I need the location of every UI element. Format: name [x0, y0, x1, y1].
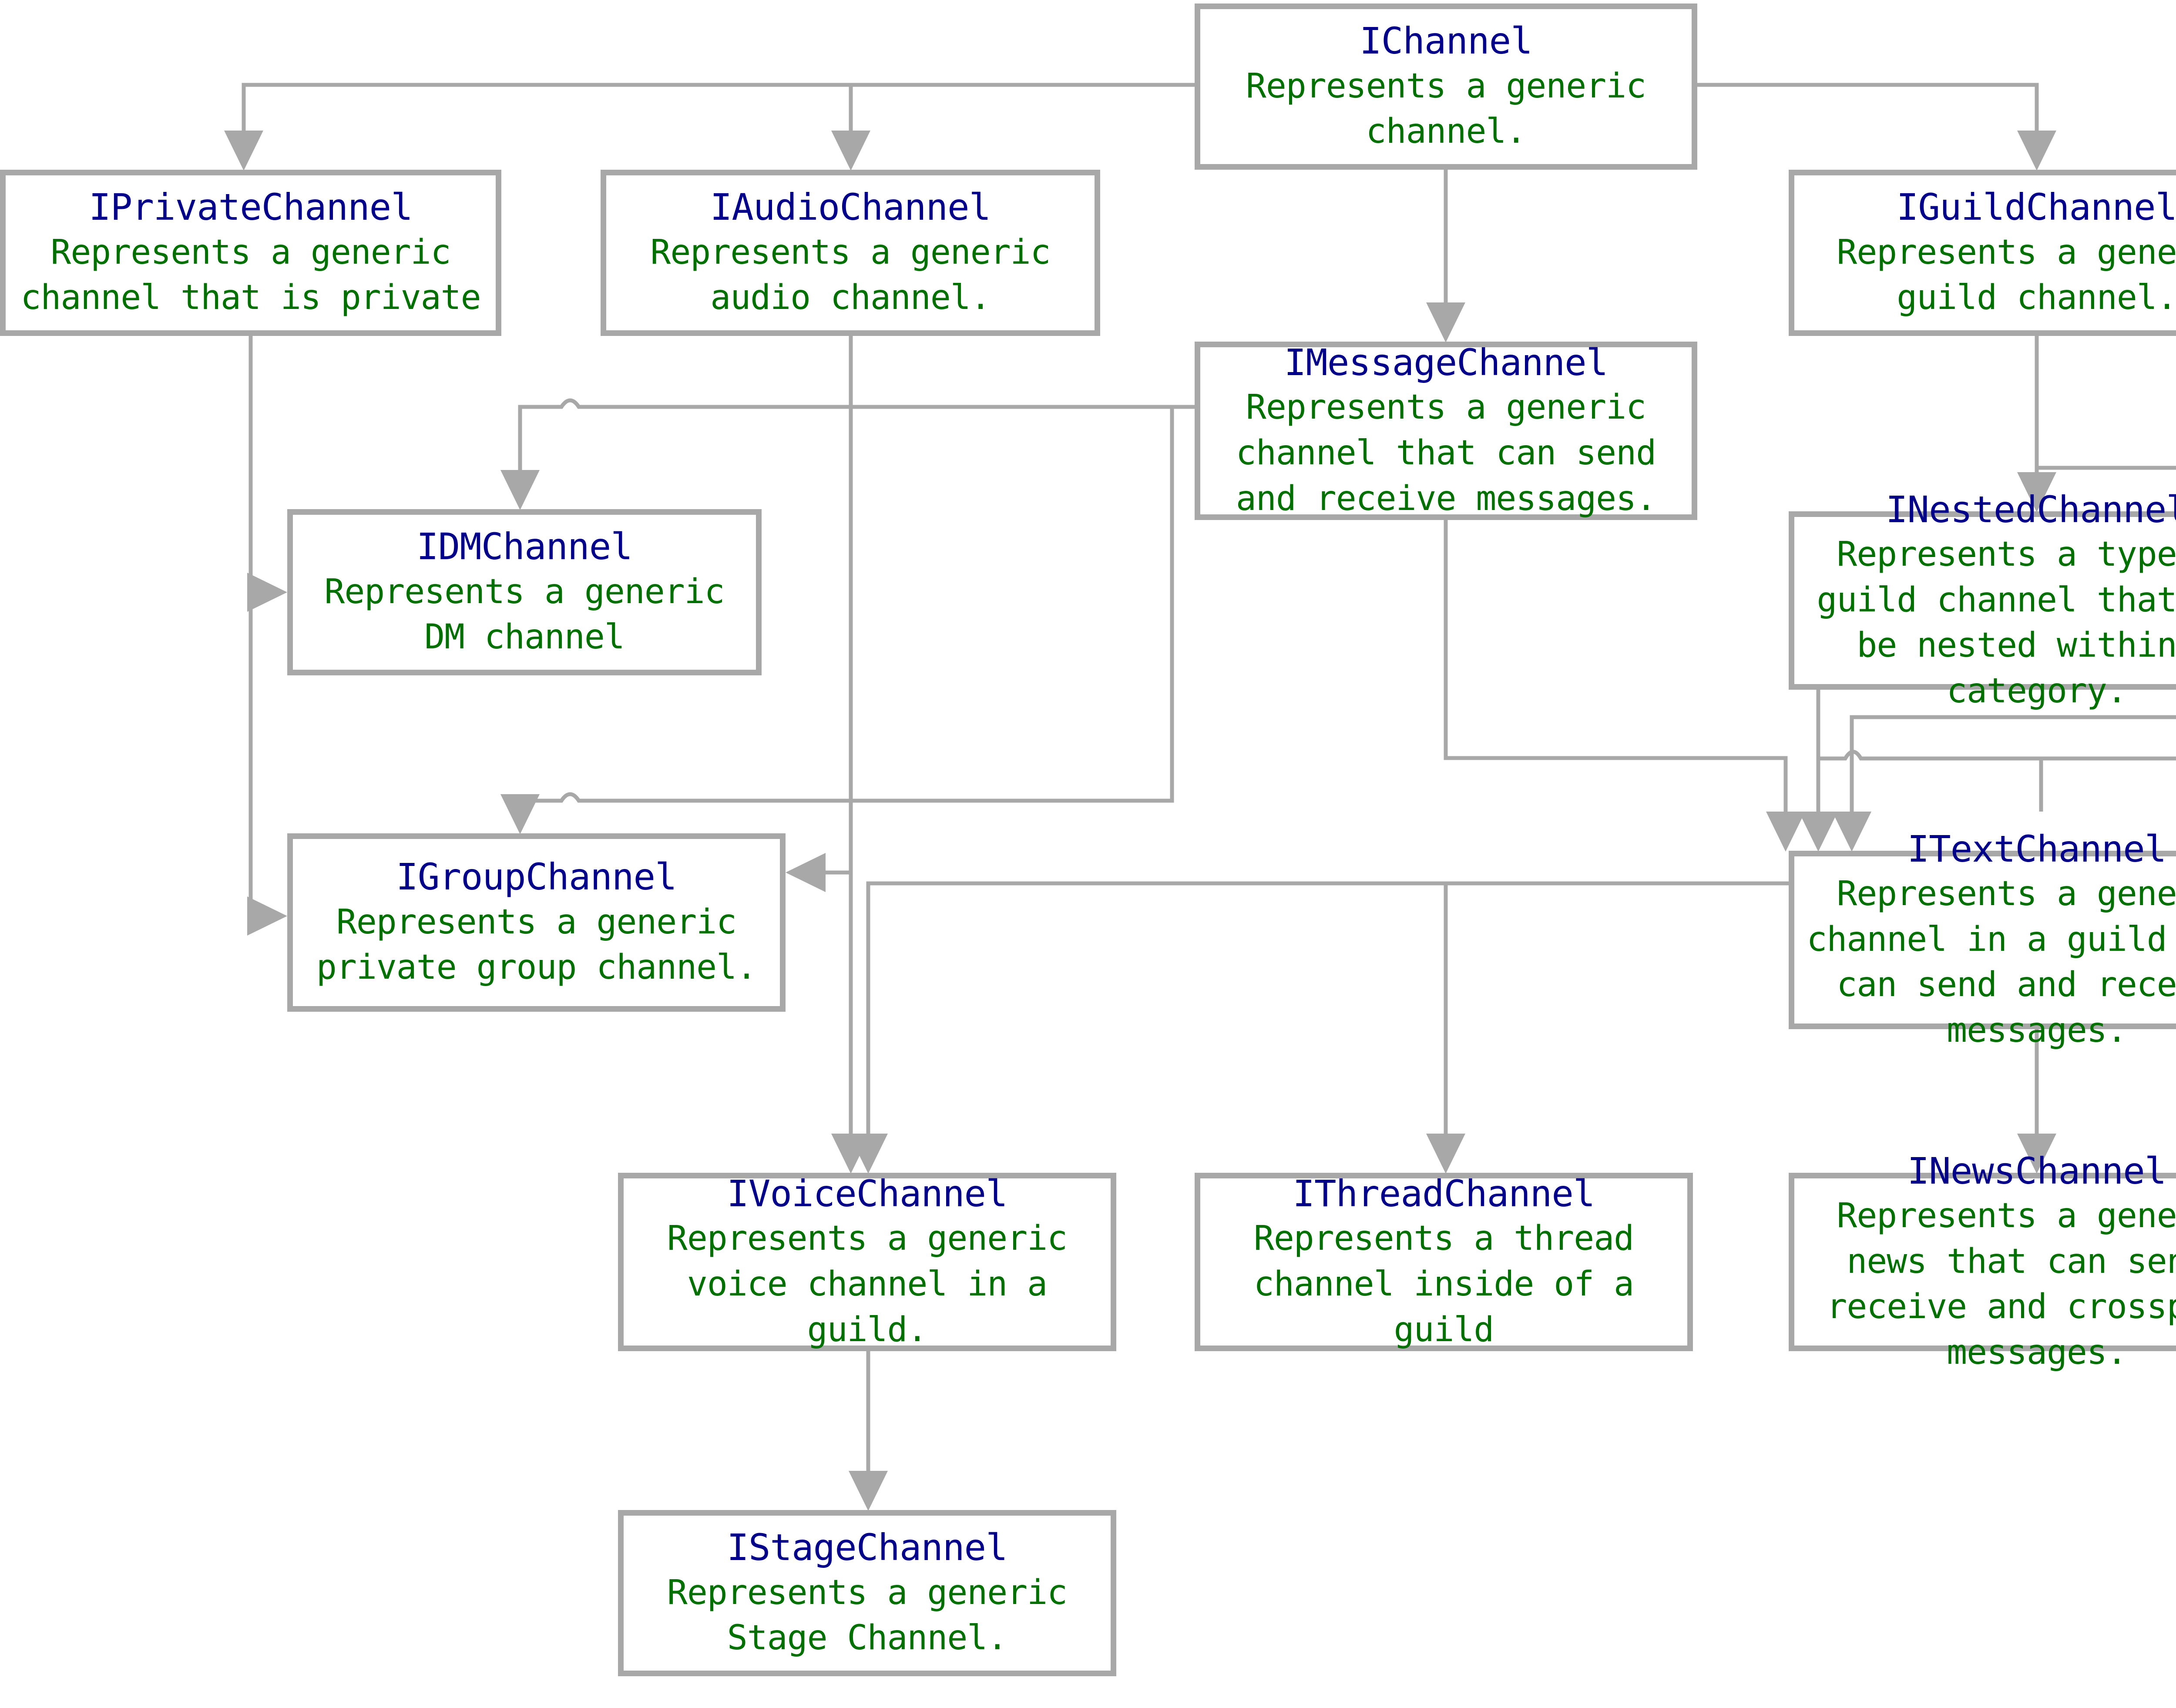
node-title: IGuildChannel — [1896, 186, 2176, 229]
edge-ichannel-to-iprivatechannel — [224, 83, 1195, 171]
edge-inestedchannel-to-itextchannel — [1799, 690, 1838, 852]
node-description: Represents a generic voice channel in a … — [667, 1219, 1068, 1349]
edge-inestedchannel-to-iforumchannel — [1818, 750, 2176, 812]
node-description: Represents a generic audio channel. — [650, 232, 1051, 318]
node-imessagechannel[interactable]: IMessageChannel Represents a generic cha… — [1195, 341, 1697, 520]
node-istagechannel[interactable]: IStageChannel Represents a generic Stage… — [618, 1510, 1116, 1676]
node-title: IStageChannel — [727, 1526, 1007, 1569]
edge-iaudiochannel-to-igroupchannel — [786, 336, 853, 892]
node-itextchannel[interactable]: ITextChannel Represents a generic channe… — [1789, 828, 2176, 1050]
node-title: IDMChannel — [416, 525, 633, 568]
node-description: Represents a generic guild channel. — [1837, 232, 2176, 318]
node-description: Represents a generic channel. — [1246, 66, 1646, 151]
node-description: Represents a generic channel that is pri… — [20, 232, 481, 318]
node-title: ITextChannel — [1907, 827, 2167, 870]
edge-iprivatechannel-to-idmchannel — [247, 336, 287, 612]
edge-ichannel-to-iguildchannel — [1697, 83, 2056, 171]
node-description: Represents a generic news that can send,… — [1827, 1196, 2176, 1372]
node-description: Represents a thread channel inside of a … — [1253, 1219, 1634, 1349]
node-iaudiochannel[interactable]: IAudioChannel Represents a generic audio… — [601, 170, 1100, 336]
node-ivoicechannel[interactable]: IVoiceChannel Represents a generic voice… — [618, 1172, 1116, 1351]
node-idmchannel[interactable]: IDMChannel Represents a generic DM chann… — [287, 509, 762, 675]
edge-itextchannel-to-ithreadchannel — [1426, 883, 1465, 1174]
node-inestedchannel[interactable]: INestedChannel Represents a type of guil… — [1789, 488, 2176, 711]
edge-ichannel-to-imessagechannel — [1426, 170, 1465, 342]
edge-imessagechannel-to-itextchannel — [1444, 520, 1805, 852]
node-title: INestedChannel — [1885, 488, 2176, 531]
edge-imessagechannel-to-idmchannel — [500, 398, 1195, 510]
node-description: Represents a generic private group chann… — [316, 902, 757, 987]
node-title: IVoiceChannel — [727, 1172, 1007, 1215]
node-title: IAudioChannel — [710, 186, 991, 229]
node-title: IMessageChannel — [1284, 341, 1608, 384]
node-description: Represents a generic channel in a guild … — [1807, 874, 2176, 1050]
node-description: Represents a generic channel that can se… — [1236, 388, 1656, 518]
edge-iaudiochannel-to-ivoicechannel — [831, 336, 870, 1174]
node-title: IThreadChannel — [1293, 1172, 1595, 1215]
edge-itextchannel-to-ivoicechannel — [849, 881, 1789, 1174]
node-iprivatechannel[interactable]: IPrivateChannel Represents a generic cha… — [0, 170, 501, 336]
node-title: IPrivateChannel — [89, 186, 413, 229]
node-igroupchannel[interactable]: IGroupChannel Represents a generic priva… — [287, 833, 786, 1012]
edge-ivoicechannel-to-istagechannel — [849, 1351, 888, 1511]
node-description: Represents a generic Stage Channel. — [667, 1573, 1068, 1658]
node-title: INewsChannel — [1907, 1149, 2167, 1192]
edge-ichannel-to-iaudiochannel — [831, 85, 870, 171]
node-description: Represents a type of guild channel that … — [1817, 535, 2176, 711]
node-description: Represents a generic DM channel — [324, 572, 725, 657]
node-ithreadchannel[interactable]: IThreadChannel Represents a thread chann… — [1195, 1172, 1693, 1351]
node-title: IChannel — [1360, 20, 1533, 63]
edge-iguildchannel-to-inestedchannel — [2017, 336, 2056, 512]
node-title: IGroupChannel — [396, 856, 677, 899]
node-inewschannel[interactable]: INewsChannel Represents a generic news t… — [1789, 1150, 2176, 1372]
node-iguildchannel[interactable]: IGuildChannel Represents a generic guild… — [1789, 170, 2176, 336]
node-ichannel[interactable]: IChannel Represents a generic channel. — [1195, 3, 1697, 170]
edge-iprivatechannel-to-igroupchannel — [247, 336, 287, 936]
